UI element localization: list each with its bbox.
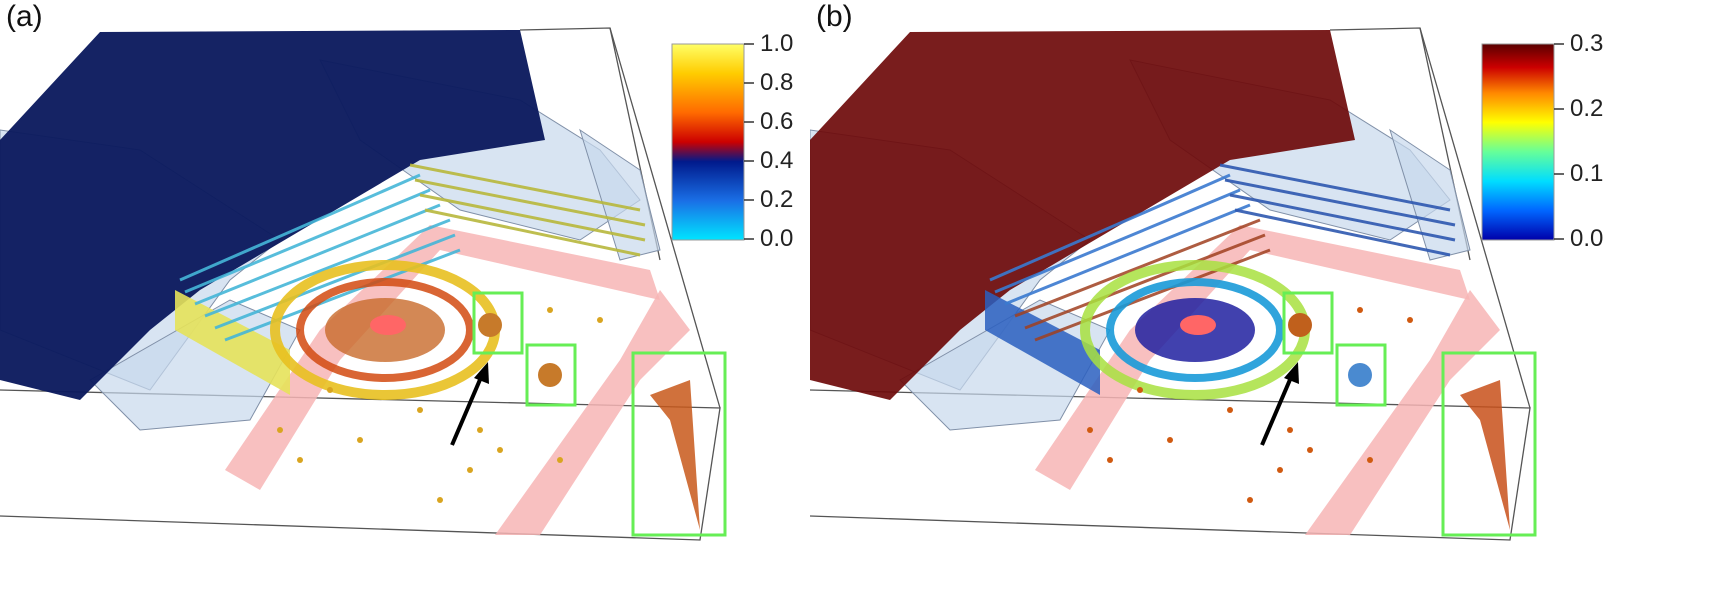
highlight-boxes [1282,291,1537,537]
panel-b: (b) 0.3 0.2 0.1 0.0 [810,0,1672,601]
colorbar-a-tick-label: 1.0 [760,30,794,57]
colorbar-a-tick-label: 0.2 [760,186,794,213]
point-cloud [985,163,1510,530]
colorbar-b-tick-label: 0.3 [1570,30,1604,57]
panel-b-label: (b) [816,0,853,33]
point-cloud [175,163,700,530]
colorbar-a-tick-label: 0.8 [760,69,794,96]
colorbar-a-tick-label: 0.4 [760,147,794,174]
colorbar-a-ticks [744,43,754,240]
wall-plane [810,30,1355,400]
colorbar-a-tick-label: 0.6 [760,108,794,135]
highlight-boxes [472,291,727,537]
wall-plane [0,30,545,400]
scene-a [0,27,754,541]
arrow-indicator [1260,362,1299,446]
colorbar-b-ticks [1554,43,1564,240]
scene-b [810,27,1564,541]
colorbar-b-tick-label: 0.1 [1570,160,1604,187]
colorbar-a [671,43,745,241]
arrow-indicator [450,362,489,446]
colorbar-b-tick-label: 0.2 [1570,95,1604,122]
colorbar-b-tick-label: 0.0 [1570,225,1604,252]
colorbar-a-tick-label: 0.0 [760,225,794,252]
panel-a-label: (a) [6,0,43,33]
panel-a: (a) 1.0 0.8 0.6 0.4 0.2 0.0 [0,0,794,541]
colorbar-b [1481,43,1555,241]
